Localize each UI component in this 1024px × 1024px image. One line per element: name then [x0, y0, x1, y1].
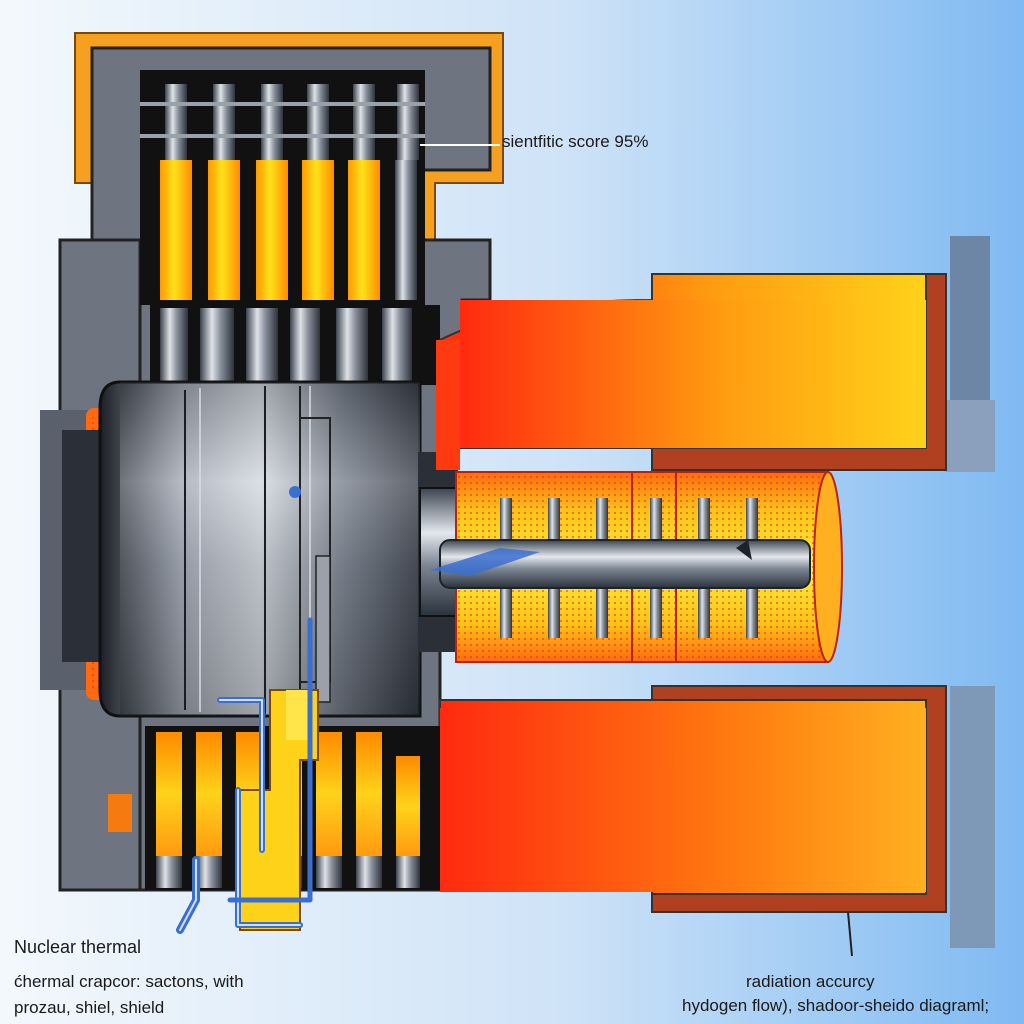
title-line-2: ćhermal crapcor: sactons, with — [14, 972, 244, 991]
top-fuel-rods — [160, 160, 417, 300]
score-label: sientfitic score 95% — [502, 132, 649, 151]
coolant-lines — [176, 617, 313, 934]
hydrogen-flow-label: hydogen flow), shadoor-sheido diagraml; — [682, 996, 990, 1015]
title-line-3: prozau, shiel, shield — [14, 998, 165, 1017]
title-line-1: Nuclear thermal — [14, 937, 142, 957]
radiation-label: radiation accurcy — [746, 972, 875, 991]
